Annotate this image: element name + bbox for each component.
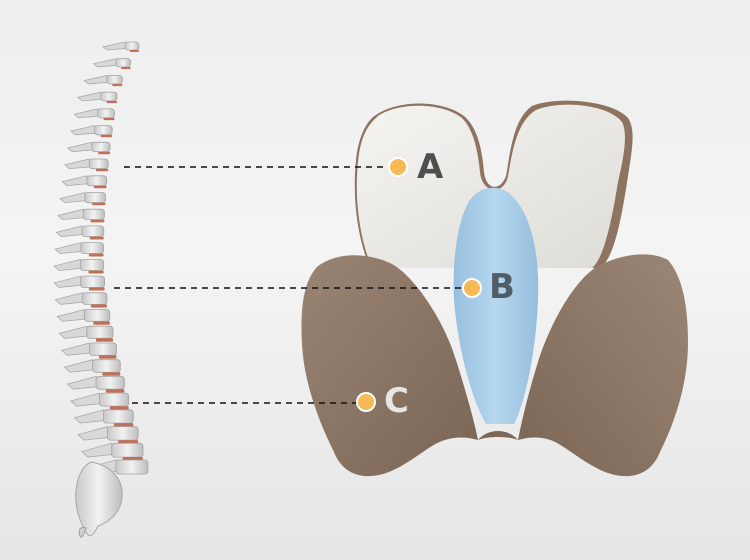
vertebra-process [53, 275, 83, 288]
vertebra-process [60, 342, 93, 356]
vertebra-process [57, 208, 86, 221]
vertebra-body [94, 125, 113, 136]
vertebra-body [99, 392, 130, 407]
vertebra-body [107, 426, 139, 441]
intervertebral-disc [121, 67, 131, 70]
vertebra-body [82, 208, 105, 220]
pillow-bottom-notch [478, 431, 518, 440]
vertebra-body [80, 275, 106, 288]
intervertebral-disc [98, 151, 111, 155]
vertebra-process [63, 359, 96, 373]
leader-lines [114, 166, 470, 404]
intervertebral-disc [105, 389, 125, 393]
intervertebral-disc [92, 202, 106, 206]
vertebra-body [86, 325, 114, 339]
vertebra-process [92, 58, 119, 68]
vertebra-body [111, 442, 144, 458]
vertebra-body [81, 225, 105, 237]
vertebra-process [61, 175, 90, 187]
vertebra-process [58, 325, 90, 339]
vertebra-body [92, 359, 121, 373]
vertebra-body [124, 41, 140, 51]
vertebra-process [54, 242, 84, 254]
intervertebral-disc [112, 83, 123, 87]
vertebra-process [70, 125, 98, 136]
marker-dot-a [388, 157, 408, 177]
vertebra-body [103, 409, 134, 424]
vertebra-process [66, 141, 95, 153]
markers: A B C [356, 147, 515, 421]
vertebra-process [64, 158, 92, 170]
vertebra-process [73, 409, 106, 424]
intervertebral-disc [99, 355, 117, 359]
intervertebral-disc [100, 134, 113, 138]
vertebra-process [54, 292, 85, 305]
vertebra-process [56, 309, 87, 322]
intervertebral-disc [88, 287, 105, 291]
intervertebral-disc [96, 338, 114, 342]
vertebra-body [84, 192, 106, 204]
label-a: A [417, 147, 444, 187]
pillow-left-wing [301, 255, 478, 477]
vertebra-body [91, 141, 111, 153]
intervertebral-disc [90, 304, 107, 308]
vertebra-process [66, 375, 99, 390]
lumbar-pillow [301, 100, 688, 477]
intervertebral-disc [88, 270, 104, 274]
intervertebral-disc [102, 372, 121, 376]
vertebra-body [115, 459, 149, 475]
intervertebral-disc [95, 168, 109, 172]
intervertebral-disc [93, 185, 107, 189]
vertebra-process [102, 41, 128, 51]
vertebra-process [55, 225, 85, 237]
intervertebral-disc [113, 423, 134, 427]
label-c: C [384, 381, 409, 421]
vertebra-process [81, 442, 115, 458]
vertebra-body [88, 158, 109, 170]
sacrum [75, 461, 123, 537]
vertebra-body [97, 108, 115, 119]
label-b: B [489, 267, 515, 307]
intervertebral-disc [129, 50, 139, 52]
pillow-center-channel [453, 187, 539, 424]
vertebra-process [83, 74, 110, 85]
intervertebral-disc [90, 219, 105, 223]
marker-dot-b [462, 278, 482, 298]
intervertebral-disc [109, 406, 129, 410]
vertebra-body [81, 292, 108, 305]
intervertebral-disc [88, 253, 104, 257]
vertebra-body [100, 91, 118, 102]
vertebra-process [59, 191, 88, 204]
vertebra-body [89, 342, 117, 356]
vertebra-process [76, 91, 104, 102]
intervertebral-disc [106, 100, 117, 104]
marker-dot-c [356, 392, 376, 412]
vertebra-process [53, 258, 83, 271]
pillow-right-wing [518, 254, 688, 477]
pillow-top [356, 104, 625, 269]
vertebra-body [95, 375, 125, 390]
vertebra-body [106, 75, 123, 85]
coccyx [78, 527, 87, 538]
vertebra-body [79, 258, 105, 271]
intervertebral-disc [93, 321, 110, 325]
vertebra-body [80, 242, 104, 254]
spine-illustration [53, 41, 149, 538]
vertebra-body [115, 58, 132, 68]
vertebra-body [86, 175, 108, 187]
vertebra-process [73, 108, 101, 119]
intervertebral-disc [89, 236, 104, 240]
vertebra-body [83, 309, 111, 322]
vertebra-process [77, 426, 110, 441]
intervertebral-disc [103, 117, 115, 121]
vertebra-process [70, 392, 103, 407]
